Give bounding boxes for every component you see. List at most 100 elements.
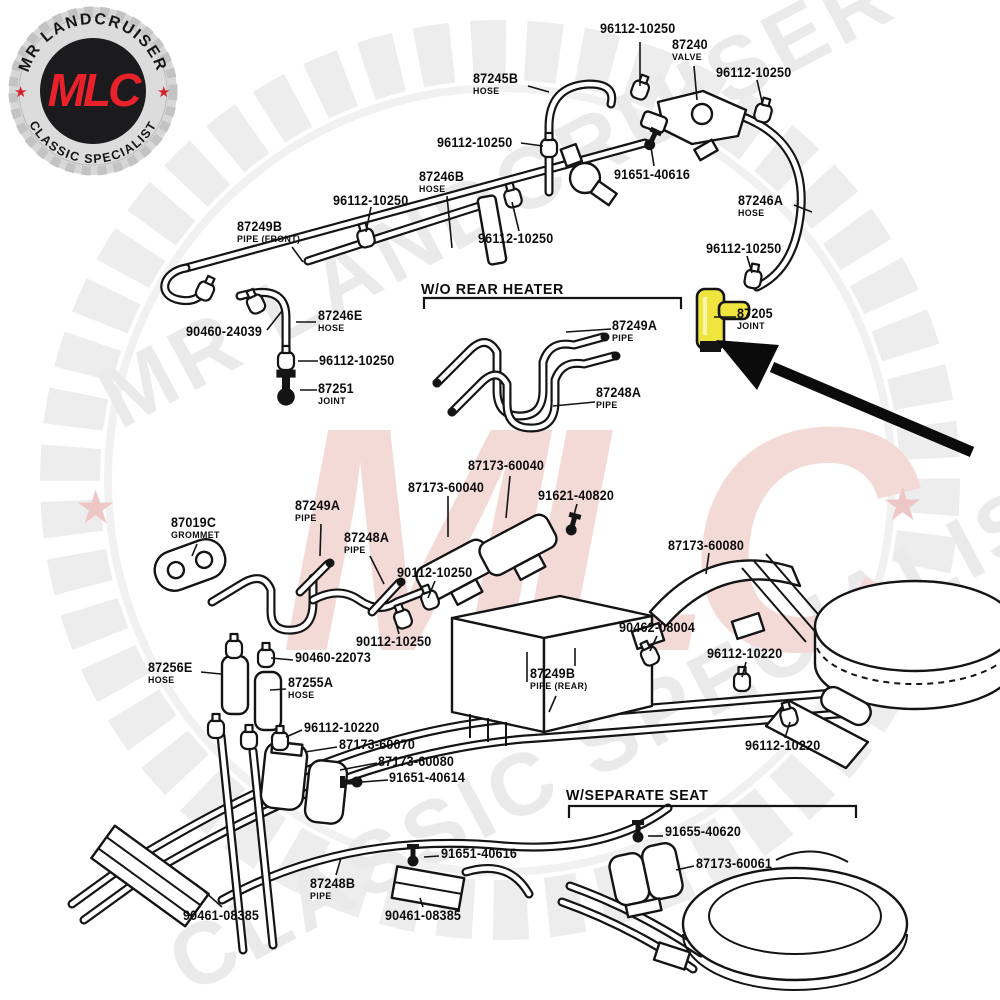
part-number: 87255A — [288, 675, 334, 690]
leader-line — [756, 79, 764, 107]
part-descriptor: GROMMET — [171, 529, 220, 541]
part-label-87173-60080: 87173-60080 — [668, 539, 744, 553]
part-label-87173-60061: 87173-60061 — [696, 857, 772, 871]
part-number: 90460-24039 — [186, 324, 263, 339]
seat-clamp-cover-87173-60061 — [608, 841, 684, 919]
leader-line — [361, 779, 389, 783]
leader-line — [195, 883, 223, 908]
pipe-inner — [209, 575, 316, 633]
part-number: 87245B — [473, 71, 519, 86]
section-header-1: W/SEPARATE SEAT — [566, 787, 709, 804]
hose-87256e — [220, 654, 250, 716]
part-label-96112-10250: 96112-10250 — [319, 354, 394, 368]
leader-line — [675, 865, 695, 871]
part-label-96112-10250: 96112-10250 — [333, 194, 408, 208]
part-label-91651-40616: 91651-40616 — [614, 168, 690, 182]
pipe-inner — [310, 588, 428, 610]
leader-line — [393, 615, 400, 635]
hose-87246b — [303, 197, 497, 266]
part-number: 87173-60070 — [339, 737, 416, 752]
star-icon: ★ — [157, 84, 170, 101]
cover-87173-60080-lower — [303, 759, 349, 825]
highlighted-joint-87205 — [695, 287, 751, 352]
leader-line — [291, 246, 304, 263]
hose-87255a — [253, 670, 283, 732]
part-descriptor: HOSE — [318, 322, 345, 334]
part-descriptor: HOSE — [473, 85, 500, 97]
part-number: 87246E — [318, 308, 363, 323]
pipe-inner — [218, 733, 246, 953]
section-brackets — [422, 296, 858, 818]
part-descriptor: PIPE — [295, 512, 317, 524]
leader-line — [285, 729, 303, 738]
part-number: 91621-40820 — [538, 488, 615, 503]
part-number: 87249A — [612, 318, 658, 333]
grommet-87019c — [153, 538, 227, 592]
hose-clamp — [256, 641, 276, 669]
part-number: 87240 — [672, 37, 708, 52]
hose-87245b — [544, 79, 617, 197]
leader-line — [319, 523, 322, 557]
part-number: 90461-08385 — [385, 908, 462, 923]
leader-line — [650, 146, 655, 167]
bracket-90461-08385-left — [90, 824, 210, 928]
part-label-91621-40820: 91621-40820 — [538, 489, 614, 503]
part-label-87173-60070: 87173-60070 — [339, 738, 415, 752]
diagram-artwork — [67, 72, 1000, 991]
cover-87173-60070 — [259, 740, 309, 811]
leader-line — [423, 855, 440, 858]
part-number: 87249B — [237, 219, 283, 234]
part-number: 87249B — [530, 666, 576, 681]
part-number: 96112-10220 — [745, 738, 821, 753]
part-label-91651-40616: 91651-40616 — [441, 847, 517, 861]
part-label-90461-08385: 90461-08385 — [183, 909, 259, 923]
pipe-inner — [297, 561, 331, 595]
part-descriptor: VALVE — [672, 51, 703, 63]
part-label-96112-10250: 96112-10250 — [716, 66, 791, 80]
left-hose-tubes — [216, 731, 278, 955]
leader-line — [571, 503, 578, 523]
part-label-96112-10250: 96112-10250 — [600, 22, 675, 36]
part-label-90462-08004: 90462-08004 — [619, 621, 695, 635]
heater-core-box — [450, 594, 654, 746]
leader-line — [365, 206, 372, 233]
hose-clamp — [239, 723, 259, 751]
part-number: 87205 — [737, 306, 773, 321]
bracket-curve — [461, 864, 534, 899]
part-number: 90112-10250 — [397, 565, 473, 580]
leader-line — [304, 746, 338, 753]
bracket-90461-08385-right — [390, 865, 466, 911]
part-label-90112-10250: 90112-10250 — [397, 566, 472, 580]
pipe-inner — [434, 334, 606, 419]
part-number: 87251 — [318, 381, 354, 396]
part-number: 90460-22073 — [295, 650, 372, 665]
pipe-inner — [369, 580, 402, 615]
part-label-90460-22073: 90460-22073 — [295, 651, 371, 665]
part-number: 96112-10250 — [319, 353, 395, 368]
part-descriptor: PIPE (FRONT) — [237, 233, 301, 245]
part-number: 96112-10250 — [437, 135, 513, 150]
leader-line — [746, 255, 753, 274]
leader-line — [793, 204, 813, 213]
valve-87240 — [639, 89, 748, 162]
part-number: 96112-10250 — [706, 241, 782, 256]
part-number: 87248A — [596, 385, 642, 400]
part-number: 91651-40614 — [389, 770, 466, 785]
part-number: 87246A — [738, 193, 784, 208]
pipe-inner — [567, 883, 704, 956]
part-label-87173-60040: 87173-60040 — [468, 459, 544, 473]
part-number: 87256E — [148, 660, 193, 675]
pipe-bracket — [476, 194, 508, 266]
part-number: 96112-10220 — [707, 646, 783, 661]
part-label-91655-40620: 91655-40620 — [665, 825, 741, 839]
pipe-inner — [449, 353, 617, 431]
part-number: 87248B — [310, 876, 356, 891]
part-descriptor: HOSE — [288, 689, 315, 701]
